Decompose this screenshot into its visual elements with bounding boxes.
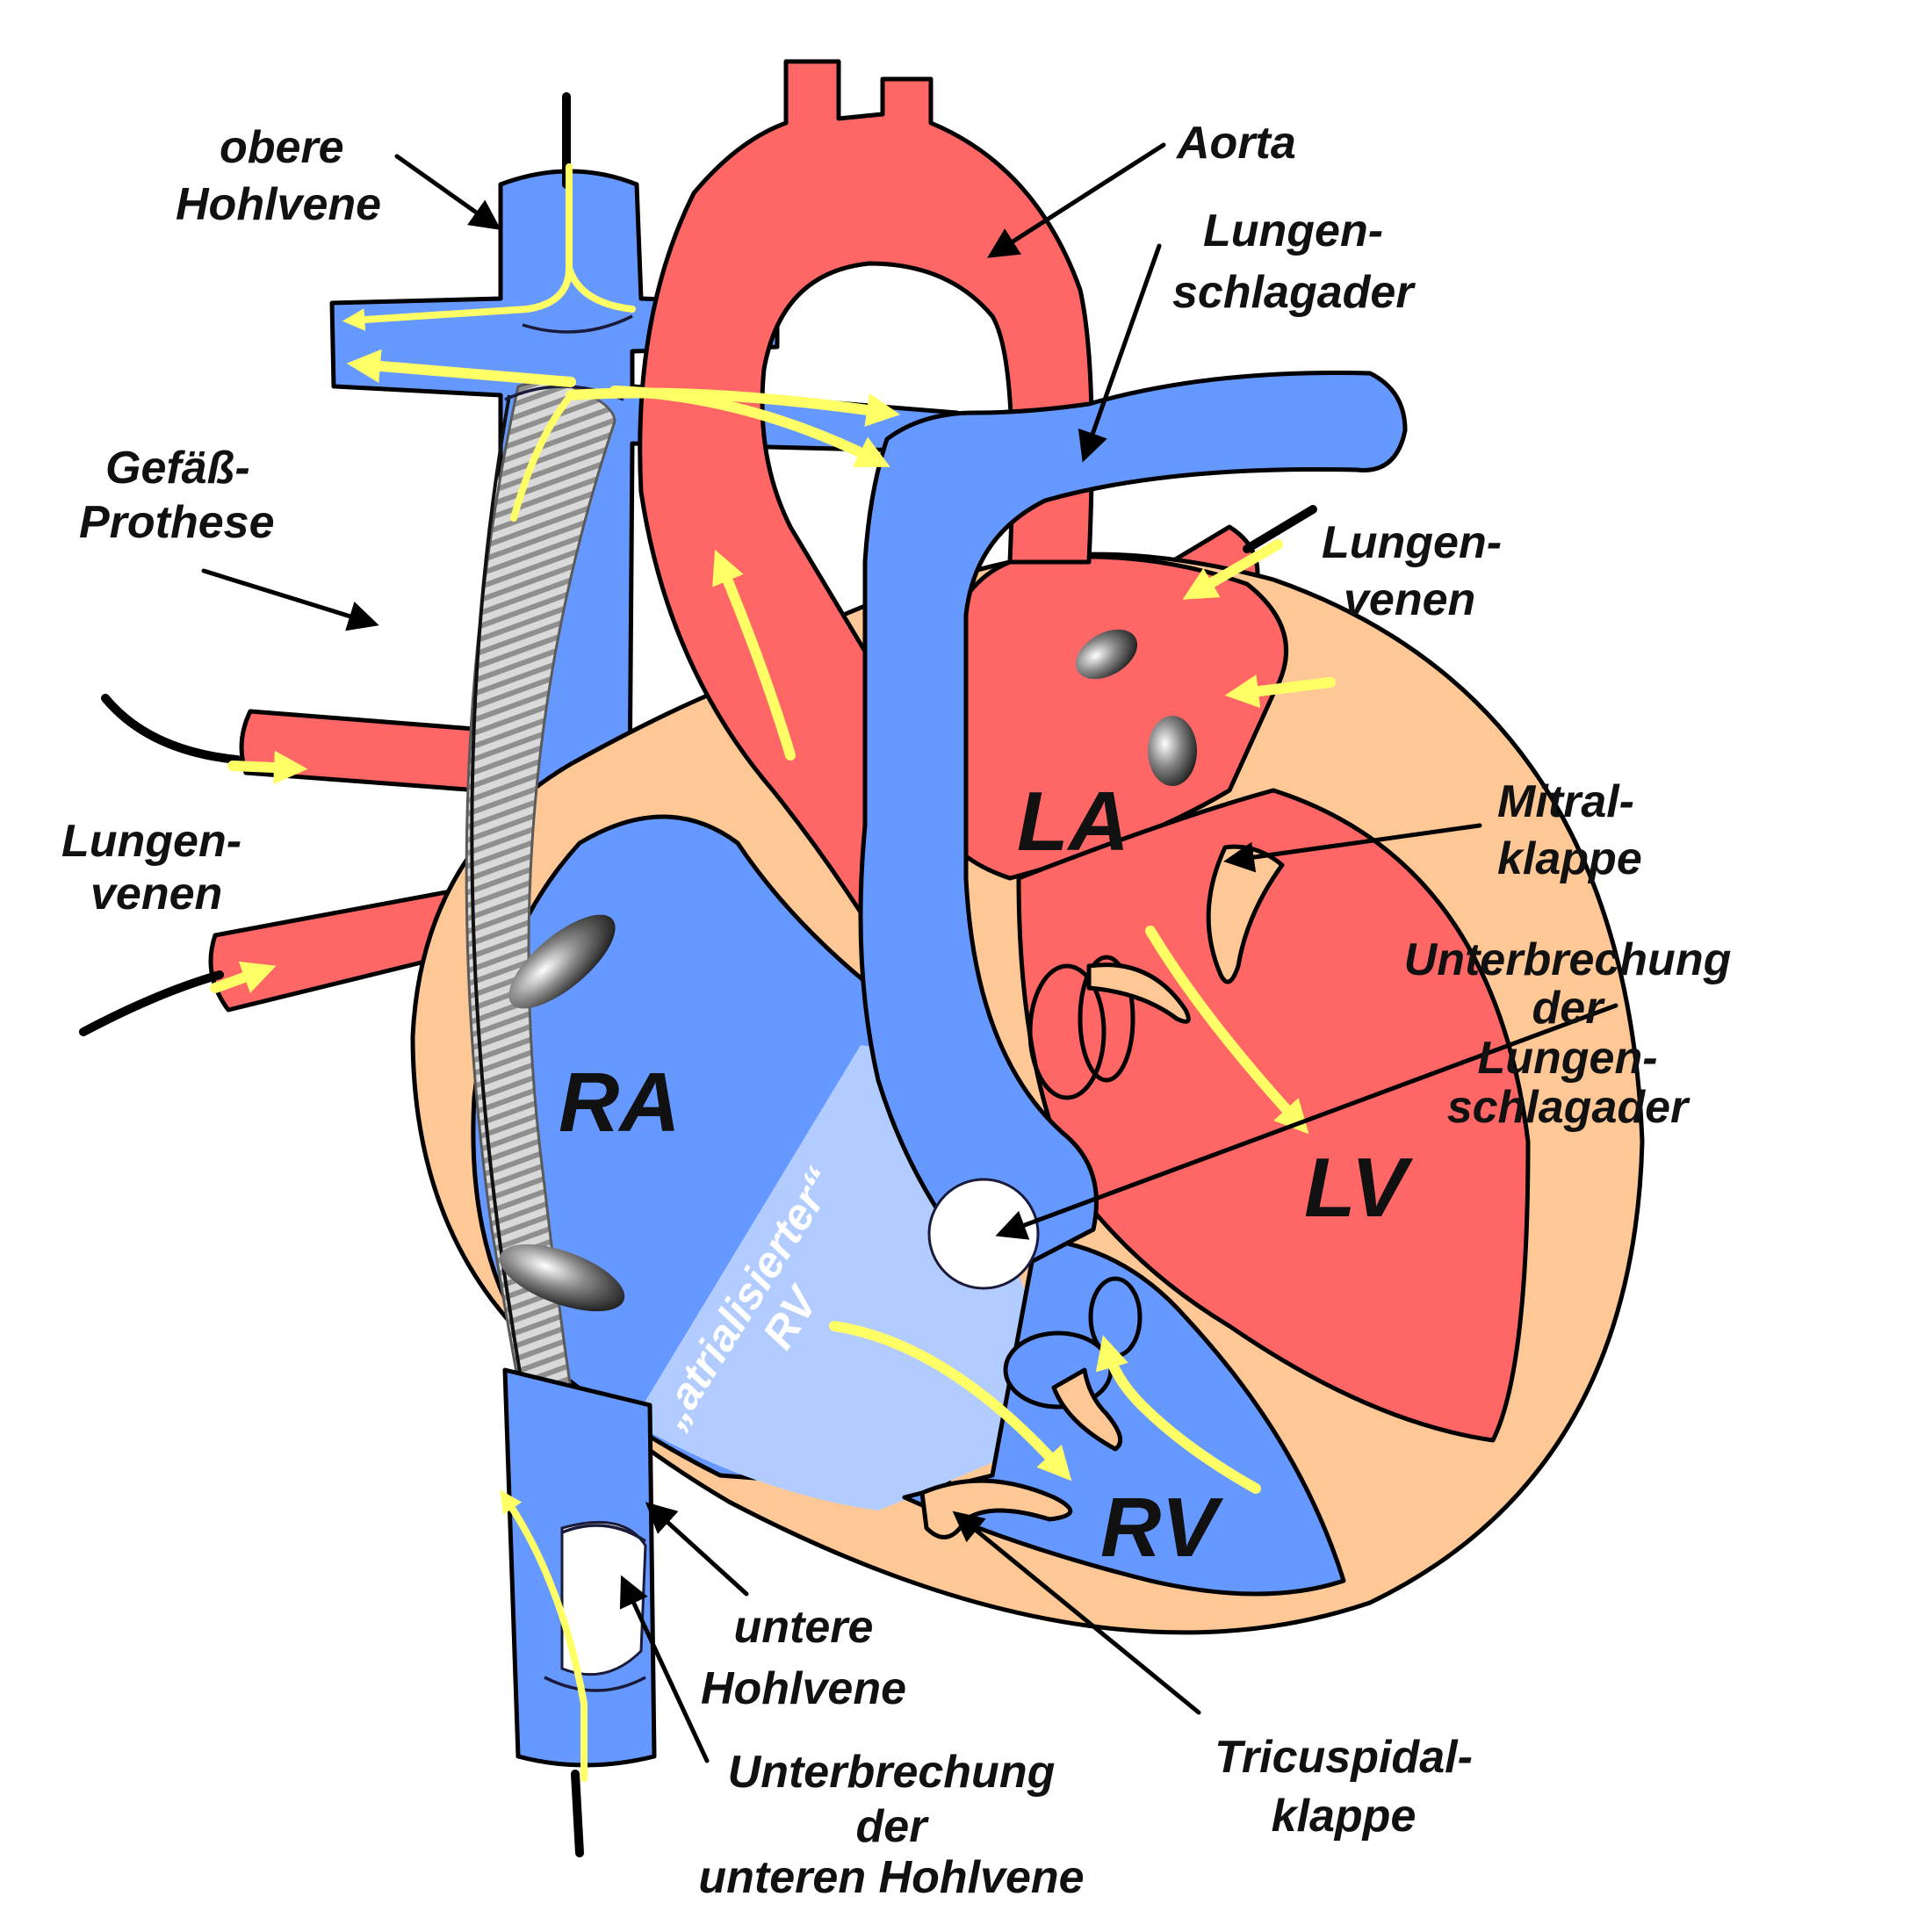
- pulmonary-artery-label-line1: Lungen-: [1203, 205, 1383, 256]
- prosthesis-label-line2: Prothese: [79, 497, 275, 548]
- lv-label: LV: [1304, 1141, 1413, 1235]
- pa-interruption-patch: [927, 1178, 1040, 1290]
- pulmonary-veins-left-label-line1: Lungen-: [61, 816, 242, 867]
- ivc-interruption-label-line2: der: [856, 1801, 930, 1852]
- prosthesis-label-line1: Gefäß-: [105, 443, 250, 494]
- pulmonary-artery-label-line2: schlagader: [1172, 267, 1416, 318]
- vessel-openings: [499, 629, 1197, 1312]
- la-label: LA: [1017, 775, 1129, 869]
- pa-interruption-label-line1: Unterbrechung: [1404, 934, 1732, 985]
- tricuspid-label-line2: klappe: [1272, 1791, 1417, 1842]
- blood-flow-arrows: [210, 163, 1336, 1782]
- ra-label: RA: [559, 1056, 681, 1150]
- svc-label-line1: obere: [220, 122, 344, 173]
- pa-interruption-label-line2: der: [1532, 983, 1606, 1034]
- annotation-labels: obere Hohlvene Aorta Lungen- schlagader …: [61, 118, 1731, 1903]
- rv-label: RV: [1100, 1481, 1223, 1575]
- mitral-label-line1: Mitral-: [1497, 776, 1634, 827]
- mitral-valve-shape: [1086, 844, 1285, 1024]
- ivc-label-line1: untere: [734, 1602, 874, 1653]
- aorta-label: Aorta: [1175, 118, 1296, 169]
- pulmonary-veins-left-label-line2: venen: [90, 869, 222, 919]
- pa-interruption-label-line3: Lungen-: [1477, 1033, 1657, 1084]
- label-pointers: [201, 142, 1618, 1763]
- aortic-valve: [1027, 955, 1135, 1100]
- ivc-interruption-label-line3: unteren Hohlvene: [698, 1852, 1084, 1903]
- pulmonary-veins-right-label-line2: venen: [1344, 574, 1475, 625]
- pulmonary-veins-right-label-line1: Lungen-: [1322, 517, 1502, 568]
- pulmonary-artery-shape: [858, 370, 1408, 1285]
- svc-label-line2: Hohlvene: [176, 179, 381, 230]
- ivc-interruption-label-line1: Unterbrechung: [728, 1747, 1056, 1798]
- ivc-label-line2: Hohlvene: [701, 1663, 906, 1714]
- pa-interruption-label-line4: schlagader: [1447, 1082, 1690, 1133]
- mitral-label-line2: klappe: [1497, 833, 1642, 884]
- tricuspid-label-line1: Tricuspidal-: [1215, 1732, 1473, 1783]
